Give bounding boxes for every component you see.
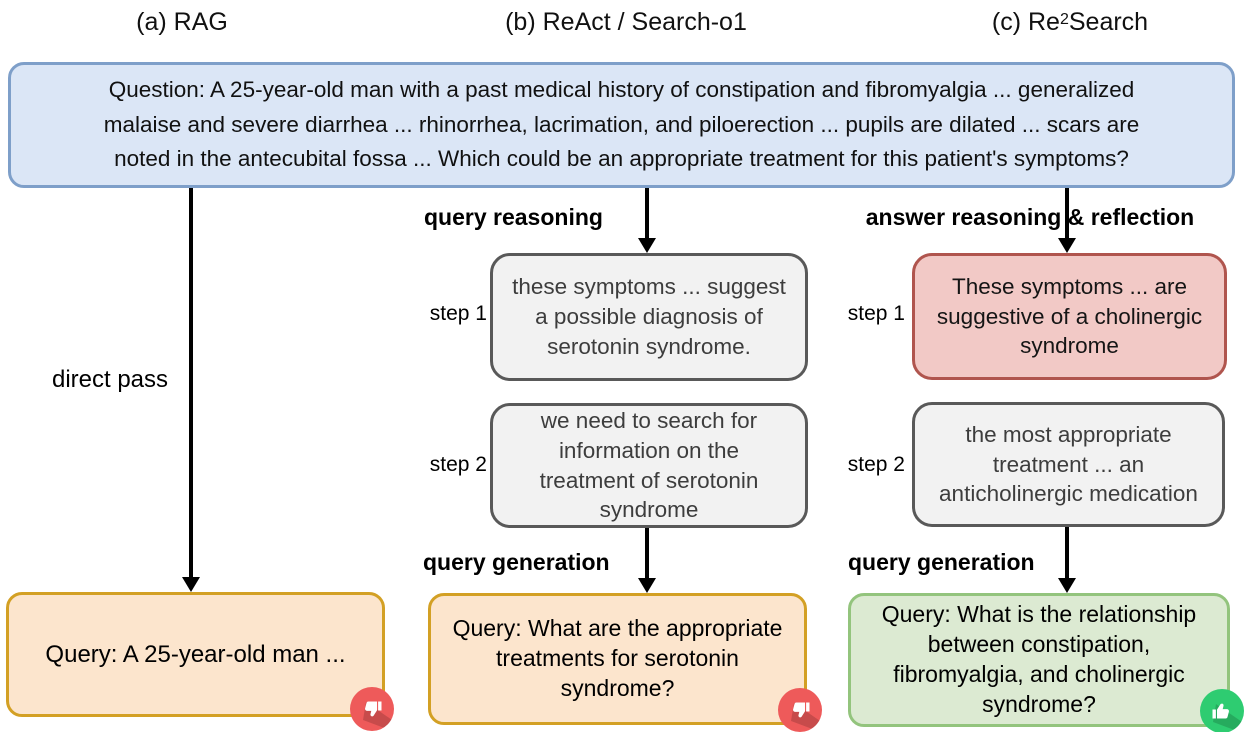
step-box-b1-text: these symptoms ... suggest a possible di… [512,274,786,359]
header-c-suffix: Search [1068,8,1149,36]
column-header-rag: (a) RAG [136,8,228,36]
step-label-c2: step 2 [847,453,905,476]
step-box-c2-text: the most appropriate treatment ... an an… [939,421,1198,507]
step-box-c1-text: These symptoms ... are suggestive of a c… [936,273,1203,359]
question-box: Question: A 25-year-old man with a past … [8,62,1235,188]
column-header-re2search: (c) Re2Search [940,8,1200,37]
header-c-prefix: (c) Re [991,8,1060,36]
thumbs-down-icon [350,687,394,731]
answer-reasoning-reflection-label: answer reasoning & reflection [865,204,1195,230]
step-box-c2: the most appropriate treatment ... an an… [912,402,1225,527]
query-box-re2search-text: Query: What is the relationship between … [881,601,1197,717]
question-text: Question: A 25-year-old man with a past … [103,76,1140,172]
step-label-c1: step 1 [847,302,905,325]
thumbs-up-icon [1200,689,1244,732]
thumbs-down-icon [778,688,822,732]
step-box-b1: these symptoms ... suggest a possible di… [490,253,808,381]
direct-pass-label: direct pass [51,366,169,393]
query-box-re2search: Query: What is the relationship between … [848,593,1230,727]
step-box-b2-text: we need to search for information on the… [539,407,759,523]
query-box-rag: Query: A 25-year-old man ... [6,592,385,717]
query-box-react-text: Query: What are the appropriate treatmen… [452,615,783,701]
query-generation-label-c: query generation [848,549,1035,575]
step-label-b1: step 1 [429,302,487,325]
query-box-react: Query: What are the appropriate treatmen… [428,593,807,725]
step-box-b2: we need to search for information on the… [490,403,808,528]
header-c-superscript: 2 [1059,11,1069,28]
column-header-react-searcho1: (b) ReAct / Search-o1 [505,8,747,36]
step-box-c1-reflection: These symptoms ... are suggestive of a c… [912,253,1227,380]
query-box-rag-text: Query: A 25-year-old man ... [45,640,346,668]
query-reasoning-label: query reasoning [424,204,603,230]
step-label-b2: step 2 [429,453,487,476]
query-generation-label-b: query generation [423,549,610,575]
